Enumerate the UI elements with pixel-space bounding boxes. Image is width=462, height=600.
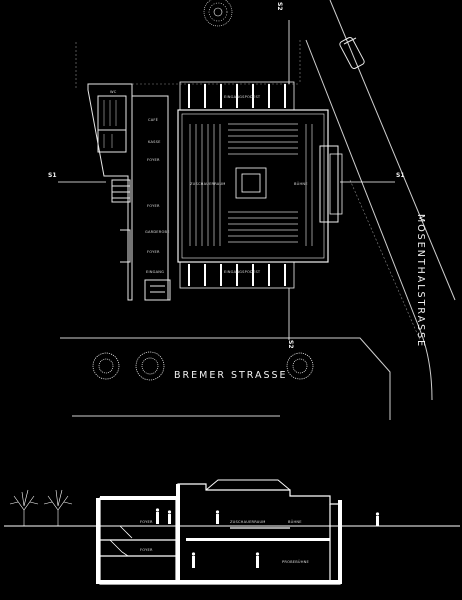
section-stairs <box>109 525 133 557</box>
theatre-hall <box>177 81 343 289</box>
section-trees <box>9 489 73 526</box>
seating-rows <box>189 123 313 246</box>
section-mark-s1-right: S1 <box>396 172 405 179</box>
section-label-foyer-lower: FOYER <box>140 548 153 552</box>
car-icon <box>339 37 365 69</box>
label-cafe: CAFÉ <box>148 118 159 122</box>
street-trees <box>92 351 314 381</box>
section-label-zuschauerraum: ZUSCHAUERRAUM <box>230 520 266 524</box>
section-label-buehne: BÜHNE <box>288 520 302 524</box>
street-label-mosenthal: MOSENTHALSTRASSE <box>415 214 426 349</box>
label-garderobe: GARDEROBE <box>145 230 170 234</box>
bremer-street-edge <box>60 337 391 420</box>
street-label-bremer: BREMER STRASSE <box>174 370 288 381</box>
mosenthal-street-edge <box>305 0 456 401</box>
wc-fixtures <box>103 100 117 148</box>
central-stage <box>235 167 267 199</box>
section-mark-s2-top: S2 <box>276 2 283 11</box>
podium-posts <box>188 84 286 286</box>
section-figures <box>155 508 380 568</box>
label-eingangspodest-bottom: EINGANGSPODEST <box>224 270 261 274</box>
label-buehne: BÜHNE <box>294 182 308 186</box>
section-label-foyer-upper: FOYER <box>140 520 153 524</box>
label-zuschauerraum: ZUSCHAUERRAUM <box>190 182 226 186</box>
label-eingangspodest-top: EINGANGSPODEST <box>224 95 261 99</box>
annex-block <box>87 83 171 301</box>
section-mark-s2-bottom: S2 <box>287 340 294 349</box>
section-fill <box>96 484 342 584</box>
label-kasse: KASSE <box>148 140 161 144</box>
tree-icon <box>203 0 233 27</box>
label-foyer-1: FOYER <box>147 158 160 162</box>
label-foyer-3: FOYER <box>147 250 160 254</box>
section-mark-s1-left: S1 <box>48 172 57 179</box>
label-foyer-2: FOYER <box>147 204 160 208</box>
section-cut-lines <box>58 20 395 340</box>
label-wc: WC <box>110 90 117 94</box>
label-eingang: EINGANG <box>146 270 165 274</box>
section-label-probebuehne: PROBEBÜHNE <box>282 560 309 564</box>
